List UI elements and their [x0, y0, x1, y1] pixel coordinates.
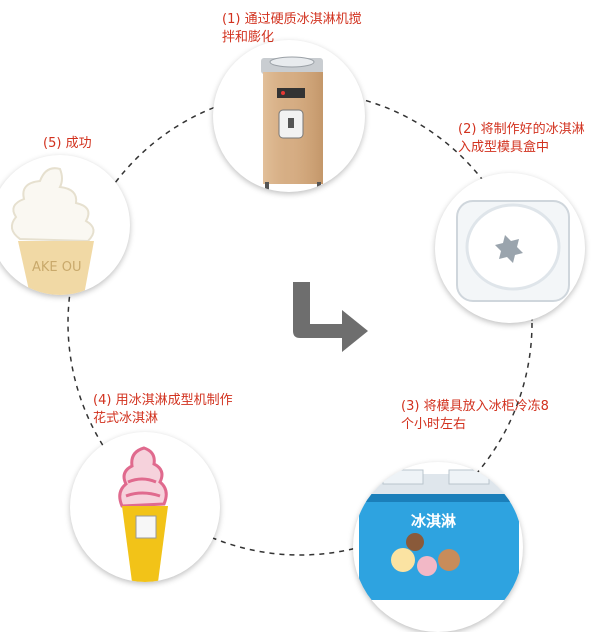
- ice-cream-machine-icon: [261, 56, 323, 190]
- step-4-label: (4) 用冰淇淋成型机制作 花式冰淇淋: [93, 393, 233, 426]
- step-5-image: AKE OU: [0, 155, 130, 295]
- step-2-label: (2) 将制作好的冰淇淋 入成型模具盒中: [458, 122, 585, 155]
- step-1-label: (1) 通过硬质冰淇淋机搅 拌和膨化: [222, 12, 362, 45]
- freezer-sign: 冰淇淋: [411, 512, 456, 530]
- step-3-image: 冰淇淋: [353, 462, 523, 632]
- step-3-label: (3) 将模具放入冰柜冷冻8 个小时左右: [401, 399, 549, 432]
- step-4-image: [70, 432, 220, 582]
- step-1-image: [213, 40, 365, 192]
- pink-ice-cream-icon: [118, 446, 168, 582]
- turn-right-arrow-icon: [293, 282, 368, 352]
- cone-text: AKE OU: [32, 260, 82, 275]
- step-5-label: (5) 成功: [43, 136, 92, 151]
- freezer-icon: 冰淇淋: [359, 469, 519, 604]
- step-2-image: [435, 173, 585, 323]
- white-ice-cream-icon: AKE OU: [10, 167, 95, 295]
- process-diagram: (1) 通过硬质冰淇淋机搅 拌和膨化 (2) 将制作好: [0, 12, 585, 604]
- mold-box-icon: [456, 200, 570, 302]
